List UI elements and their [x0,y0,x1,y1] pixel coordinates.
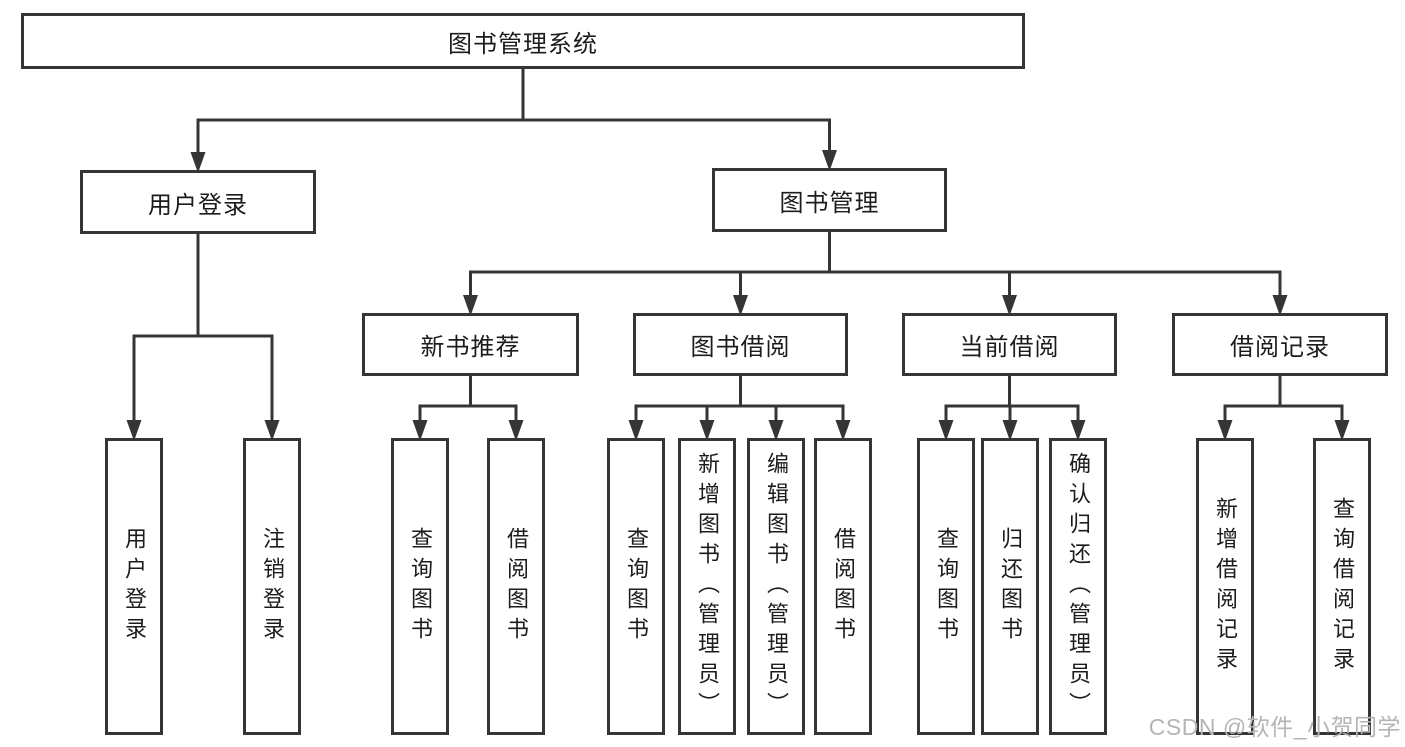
node-newbook: 新书推荐 [362,313,579,376]
node-label: 查询图书 [934,526,959,647]
node-records: 借阅记录 [1172,313,1388,376]
node-label: 新增借阅记录 [1213,496,1238,677]
node-label: 用户登录 [148,191,248,219]
node-label: 新增图书（管理员） [695,451,720,722]
node-v3: 查询图书 [391,438,449,735]
node-v7: 编辑图书（管理员） [747,438,805,735]
node-v8: 借阅图书 [814,438,872,735]
node-login: 用户登录 [80,170,316,234]
node-label: 确认归还（管理员） [1066,451,1091,722]
node-label: 查询借阅记录 [1330,496,1355,677]
node-v11: 确认归还（管理员） [1049,438,1107,735]
node-label: 当前借阅 [959,334,1060,361]
node-label: 新书推荐 [420,334,521,361]
node-v9: 查询图书 [917,438,975,735]
node-label: 编辑图书（管理员） [764,451,789,722]
node-v13: 查询借阅记录 [1313,438,1371,735]
node-label: 借阅图书 [504,526,529,647]
node-v1: 用户登录 [105,438,163,735]
node-v12: 新增借阅记录 [1196,438,1254,735]
node-v10: 归还图书 [981,438,1039,735]
node-label: 借阅图书 [831,526,856,647]
node-label: 借阅记录 [1230,334,1330,361]
node-v2: 注销登录 [243,438,301,735]
node-label: 图书管理系统 [448,30,598,58]
node-v4: 借阅图书 [487,438,545,735]
node-label: 图书借阅 [690,334,791,361]
node-v5: 查询图书 [607,438,665,735]
node-label: 查询图书 [624,526,649,647]
node-borrow: 图书借阅 [633,313,848,376]
csdn-watermark: CSDN @软件_小贺同学 [1148,714,1401,740]
node-label: 注销登录 [260,526,285,647]
node-label: 查询图书 [408,526,433,647]
node-mgmt: 图书管理 [712,168,947,232]
node-label: 归还图书 [998,526,1023,647]
node-root: 图书管理系统 [21,13,1025,69]
node-current: 当前借阅 [902,313,1117,376]
node-label: 图书管理 [779,189,880,217]
node-v6: 新增图书（管理员） [678,438,736,735]
node-label: 用户登录 [122,526,147,647]
